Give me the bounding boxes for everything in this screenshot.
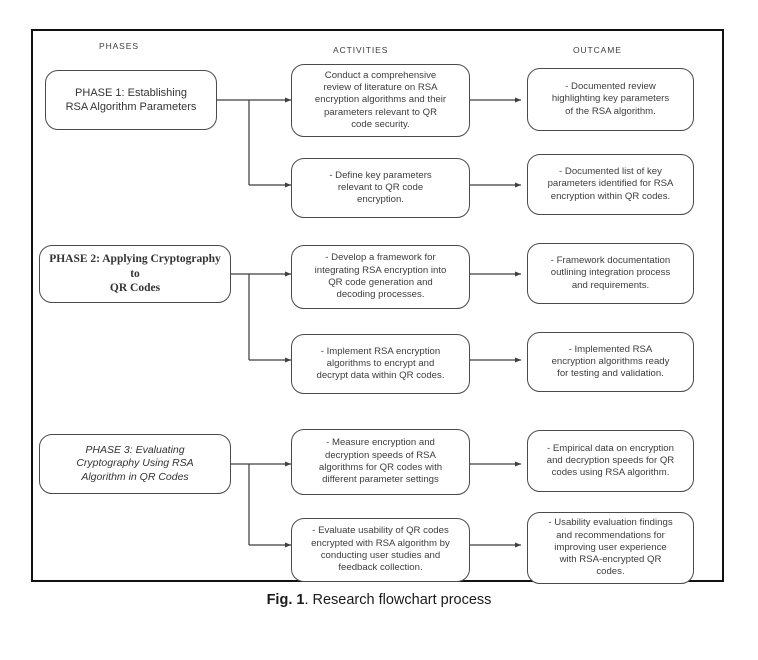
figure-caption: Fig. 1. Research flowchart process <box>0 592 758 608</box>
activity-node-1b[interactable]: - Define key parameters relevant to QR c… <box>291 158 470 218</box>
outcome-node-1b[interactable]: - Documented list of key parameters iden… <box>527 154 694 215</box>
phase-node-2[interactable]: PHASE 2: Applying Cryptography to QR Cod… <box>39 245 231 303</box>
figure-caption-label: Fig. 1 <box>266 592 305 608</box>
outcome-node-3b-label: - Usability evaluation findings and reco… <box>548 517 673 578</box>
activity-node-2a-label: - Develop a framework for integrating RS… <box>314 252 447 301</box>
outcome-node-2b-label: - Implemented RSA encryption algorithms … <box>551 343 670 380</box>
outcome-node-2a-label: - Framework documentation outlining inte… <box>550 255 671 291</box>
activity-node-3a[interactable]: - Measure encryption and decryption spee… <box>291 429 470 495</box>
column-header-activities: ACTIVITIES <box>333 45 389 55</box>
activity-node-2b-label: - Implement RSA encryption algorithms to… <box>316 345 445 382</box>
phase-node-2-label: PHASE 2: Applying Cryptography to QR Cod… <box>49 252 221 295</box>
outcome-node-1a[interactable]: - Documented review highlighting key par… <box>527 68 694 131</box>
activity-node-3b-label: - Evaluate usability of QR codes encrypt… <box>311 525 450 574</box>
outcome-node-2b[interactable]: - Implemented RSA encryption algorithms … <box>527 332 694 392</box>
activity-node-1a-label: Conduct a comprehensive review of litera… <box>314 69 447 130</box>
outcome-node-2a[interactable]: - Framework documentation outlining inte… <box>527 243 694 304</box>
phase-node-3[interactable]: PHASE 3: Evaluating Cryptography Using R… <box>39 434 231 494</box>
figure-caption-text: . Research flowchart process <box>304 592 492 608</box>
outcome-node-1a-label: - Documented review highlighting key par… <box>551 81 670 117</box>
activity-node-1a[interactable]: Conduct a comprehensive review of litera… <box>291 64 470 137</box>
column-header-phases: PHASES <box>99 41 139 51</box>
phase-node-3-label: PHASE 3: Evaluating Cryptography Using R… <box>76 443 194 483</box>
activity-node-3b[interactable]: - Evaluate usability of QR codes encrypt… <box>291 518 470 582</box>
activity-node-3a-label: - Measure encryption and decryption spee… <box>318 437 443 486</box>
activity-node-1b-label: - Define key parameters relevant to QR c… <box>329 169 432 206</box>
activity-node-2a[interactable]: - Develop a framework for integrating RS… <box>291 245 470 309</box>
outcome-node-3b[interactable]: - Usability evaluation findings and reco… <box>527 512 694 584</box>
outcome-node-3a[interactable]: - Empirical data on encryption and decry… <box>527 430 694 492</box>
outcome-node-1b-label: - Documented list of key parameters iden… <box>547 166 674 202</box>
phase-node-1-label: PHASE 1: Establishing RSA Algorithm Para… <box>65 86 197 113</box>
outcome-node-3a-label: - Empirical data on encryption and decry… <box>546 442 675 479</box>
phase-node-1[interactable]: PHASE 1: Establishing RSA Algorithm Para… <box>45 70 217 130</box>
column-header-outcame: OUTCAME <box>573 45 622 55</box>
activity-node-2b[interactable]: - Implement RSA encryption algorithms to… <box>291 334 470 394</box>
